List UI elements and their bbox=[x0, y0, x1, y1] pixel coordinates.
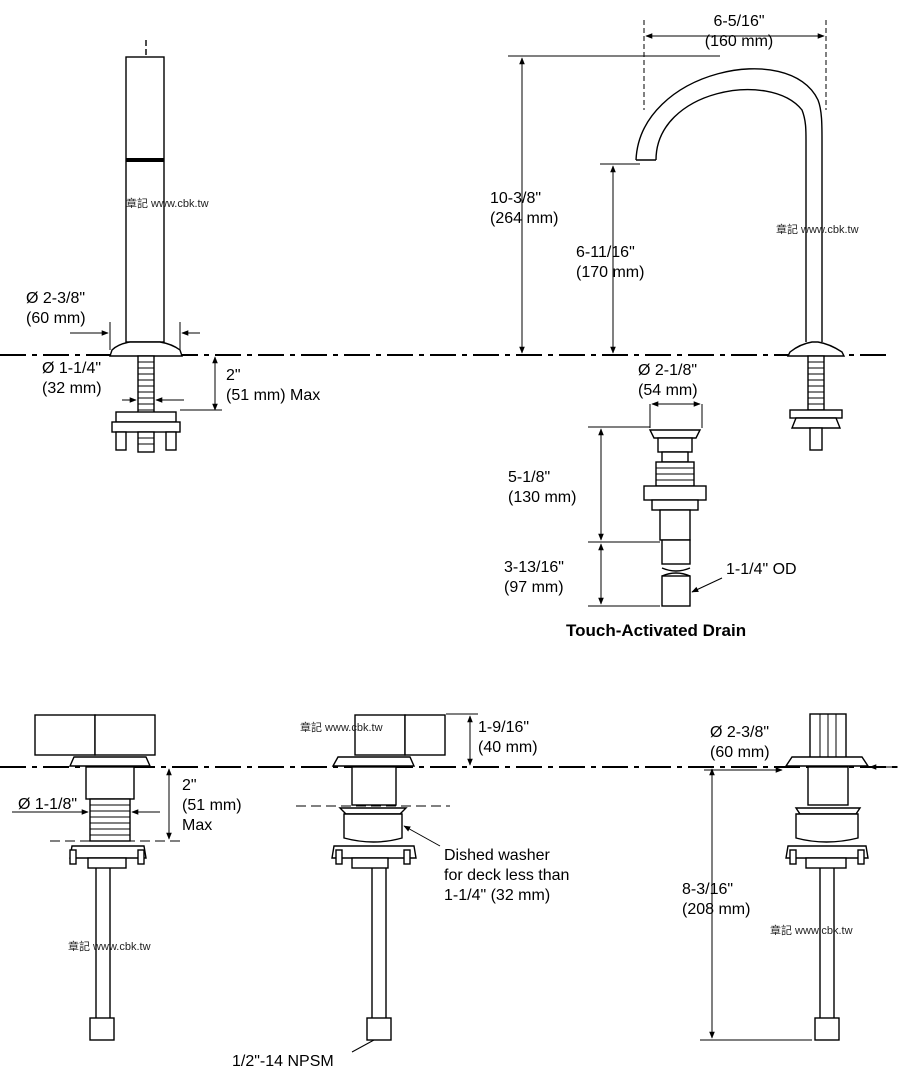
dim-text: (51 mm) bbox=[182, 797, 242, 814]
dim-text: (130 mm) bbox=[508, 489, 577, 506]
dim-text: (264 mm) bbox=[490, 210, 559, 227]
handshower-flange-dia-label: Ø 2-3/8" (60 mm) bbox=[26, 289, 86, 329]
handle-left-shank-dia-label: Ø 1-1/8" bbox=[18, 796, 78, 813]
dim-text: (60 mm) bbox=[710, 744, 770, 761]
dim-text: 6-5/16" bbox=[713, 13, 765, 30]
drain-diameter-label: Ø 2-1/8" (54 mm) bbox=[638, 361, 698, 401]
handshower-drawing bbox=[109, 40, 183, 453]
handle-center-drawing bbox=[331, 714, 446, 1041]
watermark: 章記 www.cbk.tw bbox=[126, 198, 209, 210]
spout-reach-label: 6-5/16" (160 mm) bbox=[684, 12, 794, 52]
spout-height-label: 10-3/8" (264 mm) bbox=[490, 189, 558, 229]
handle-center-height-label: 1-9/16" (40 mm) bbox=[478, 718, 538, 758]
dim-text: (160 mm) bbox=[704, 33, 774, 50]
dim-text: (170 mm) bbox=[576, 264, 645, 281]
dim-text: (51 mm) Max bbox=[226, 387, 321, 404]
watermark: 章記 www.cbk.tw bbox=[770, 925, 853, 937]
handle-left-dimensions bbox=[12, 768, 185, 842]
handshower-dimensions bbox=[70, 322, 222, 411]
dim-text: Ø 2-3/8" bbox=[710, 724, 770, 741]
handle-left-max-deck-label: 2" (51 mm) Max bbox=[182, 776, 242, 836]
dim-text: (32 mm) bbox=[42, 380, 102, 397]
dim-text: 3-13/16" bbox=[504, 559, 564, 576]
dim-text: 2" bbox=[182, 777, 197, 794]
dim-text: (208 mm) bbox=[682, 901, 751, 918]
handle-right-drawing bbox=[784, 713, 870, 1041]
handle-right-flange-dia-label: Ø 2-3/8" (60 mm) bbox=[710, 723, 770, 763]
drain-od-label: 1-1/4" OD bbox=[726, 561, 797, 578]
dim-text: Ø 2-3/8" bbox=[26, 290, 86, 307]
dished-washer-note: Dished washer for deck less than 1-1/4" … bbox=[444, 846, 569, 906]
dim-text: Ø 2-1/8" bbox=[638, 362, 698, 379]
drain-tail-length-label: 3-13/16" (97 mm) bbox=[504, 558, 564, 598]
dim-text: 6-11/16" bbox=[576, 244, 635, 261]
spout-drawing bbox=[635, 68, 846, 451]
handle-left-drawing bbox=[34, 714, 156, 1041]
drain-body-length-label: 5-1/8" (130 mm) bbox=[508, 468, 576, 508]
dim-text: (97 mm) bbox=[504, 579, 564, 596]
dim-text: 8-3/16" bbox=[682, 881, 734, 898]
spout-dimensions bbox=[508, 20, 827, 354]
watermark: 章記 www.cbk.tw bbox=[300, 722, 383, 734]
note-text: Dished washer bbox=[444, 847, 550, 864]
drain-title: Touch-Activated Drain bbox=[566, 621, 747, 640]
watermark: 章記 www.cbk.tw bbox=[68, 941, 151, 953]
spout-outlet-height-label: 6-11/16" (170 mm) bbox=[576, 243, 644, 283]
handle-right-length-label: 8-3/16" (208 mm) bbox=[682, 880, 750, 920]
dim-text: (60 mm) bbox=[26, 310, 86, 327]
handshower-shank-dia-label: Ø 1-1/4" (32 mm) bbox=[42, 359, 102, 399]
dim-text: (40 mm) bbox=[478, 739, 538, 756]
note-text: 1-1/4" (32 mm) bbox=[444, 887, 551, 904]
dim-text: 2" bbox=[226, 367, 241, 384]
handshower-max-deck-label: 2" (51 mm) Max bbox=[226, 366, 320, 406]
handle-right-dimensions bbox=[700, 764, 898, 1041]
dim-text: 1-9/16" bbox=[478, 719, 530, 736]
watermark: 章記 www.cbk.tw bbox=[776, 224, 859, 236]
dim-text: Max bbox=[182, 817, 213, 834]
dim-text: 5-1/8" bbox=[508, 469, 551, 486]
drain-dimensions bbox=[588, 401, 723, 607]
dim-text: Ø 1-1/4" bbox=[42, 360, 102, 377]
dim-text: 10-3/8" bbox=[490, 190, 542, 207]
handle-center-dimensions bbox=[296, 713, 478, 1053]
note-text: for deck less than bbox=[444, 867, 570, 884]
thread-spec-label: 1/2"-14 NPSM bbox=[232, 1053, 334, 1070]
dim-text: (54 mm) bbox=[638, 382, 698, 399]
drain-drawing bbox=[643, 429, 707, 607]
